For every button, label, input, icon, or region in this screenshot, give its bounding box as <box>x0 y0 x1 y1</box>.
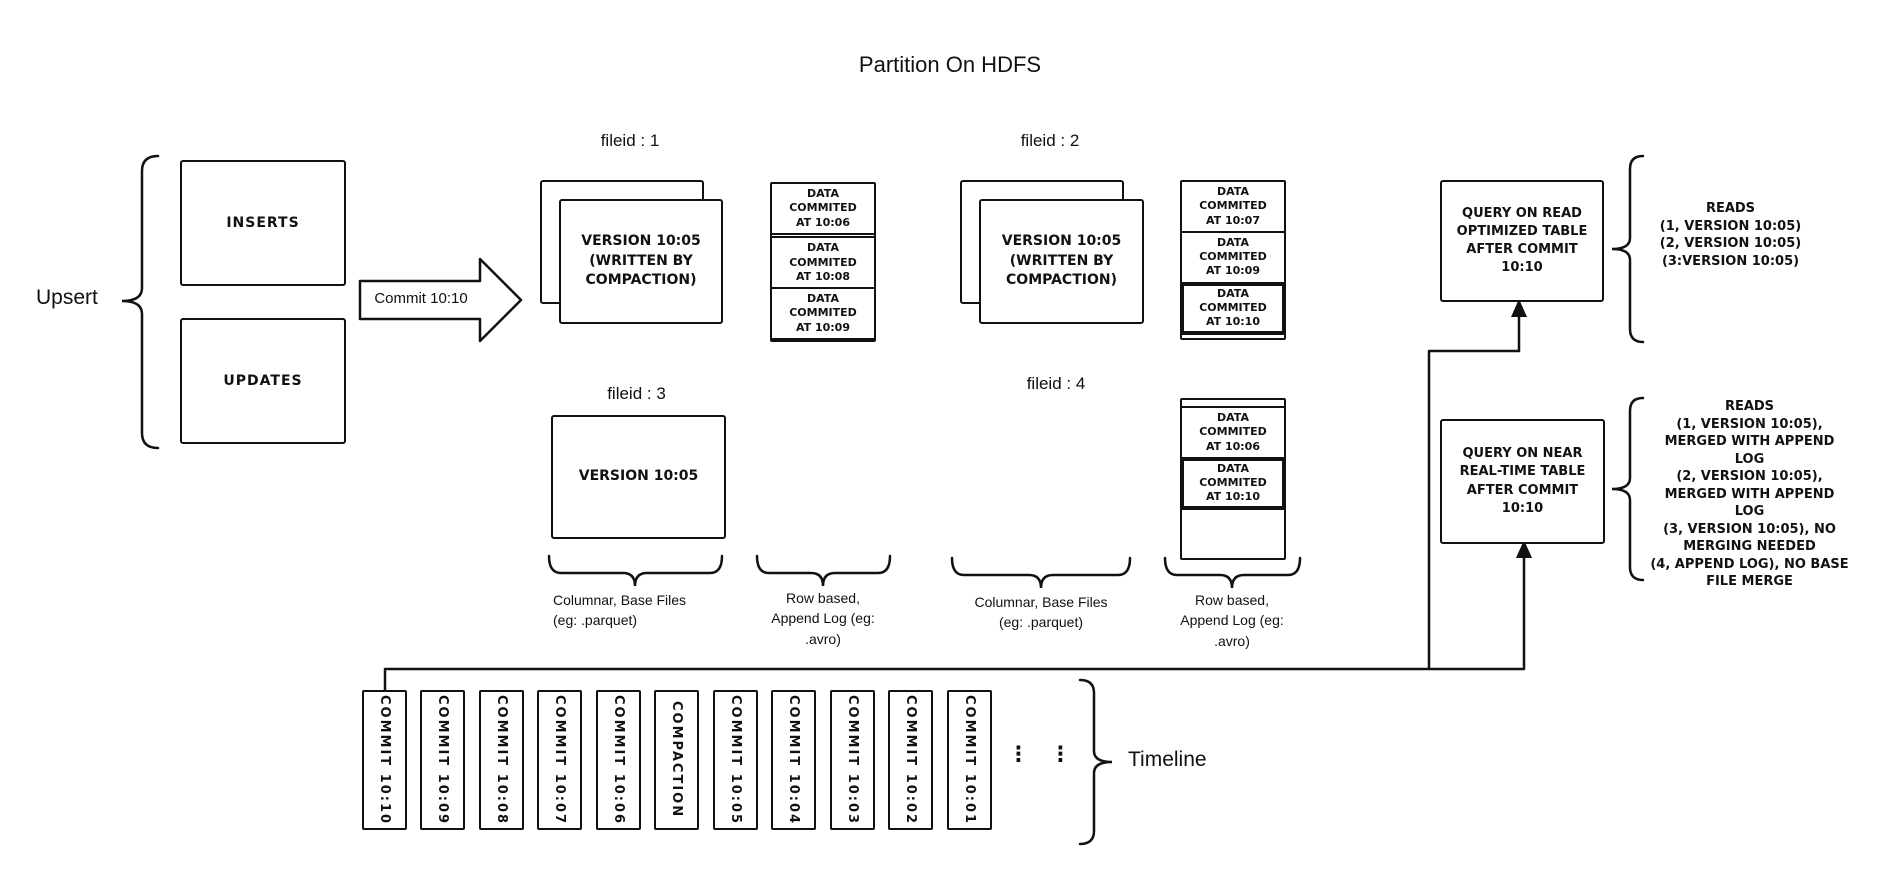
log-cell-latest: DATA COMMITED AT 10:10 <box>1182 459 1284 510</box>
group-label-columnar-1: Columnar, Base Files (eg: .parquet) <box>553 592 687 629</box>
commit-label: COMMIT 10:08 <box>494 694 509 826</box>
commit-label: COMMIT 10:01 <box>962 694 977 826</box>
log-block-1: DATA COMMITED AT 10:06 DATA COMMITED AT … <box>770 182 876 342</box>
upsert-brace <box>121 154 160 450</box>
timeline-commit-box: COMMIT 10:08 <box>479 690 524 830</box>
timeline-ellipsis: ⋮ <box>1008 742 1029 766</box>
log-cell: DATA COMMITED AT 10:06 <box>772 184 874 235</box>
timeline-compaction-box: COMPACTION <box>654 690 699 830</box>
fileid-3-version-text: VERSION 10:05 <box>578 468 699 485</box>
timeline-commit-box: COMMIT 10:05 <box>713 690 758 830</box>
reads-brace-1 <box>1611 154 1645 344</box>
reads-text-near-realtime: READS (1, VERSION 10:05), MERGED WITH AP… <box>1650 399 1849 590</box>
commit-label: COMMIT 10:09 <box>435 694 450 826</box>
inserts-box: INSERTS <box>180 160 346 286</box>
group-label-rowbased-1: Row based, Append Log (eg: .avro) <box>771 590 875 647</box>
log-block-2: DATA COMMITED AT 10:07 DATA COMMITED AT … <box>1180 180 1286 340</box>
commit-label: COMMIT 10:03 <box>845 694 860 826</box>
diagram-title: Partition On HDFS <box>858 52 1042 77</box>
underbrace-columnar-1 <box>547 554 724 587</box>
commit-label: COMMIT 10:05 <box>728 694 743 826</box>
log-cell: DATA COMMITED AT 10:09 <box>1182 233 1284 284</box>
underbrace-rowbased-1 <box>755 554 892 587</box>
timeline-commit-box: COMMIT 10:09 <box>420 690 465 830</box>
group-label-rowbased-2: Row based, Append Log (eg: .avro) <box>1180 592 1284 649</box>
updates-box: UPDATES <box>180 318 346 444</box>
log-cell: DATA COMMITED AT 10:08 <box>772 238 874 290</box>
timeline-ellipsis: ⋮ <box>1050 742 1071 766</box>
underbrace-rowbased-2 <box>1163 556 1302 589</box>
timeline-commit-box: COMMIT 10:02 <box>888 690 933 830</box>
commit-label: COMMIT 10:07 <box>552 694 567 826</box>
timeline-commit-box: COMMIT 10:07 <box>537 690 582 830</box>
commit-label: COMMIT 10:04 <box>786 694 801 826</box>
log-block-4: DATA COMMITED AT 10:06 DATA COMMITED AT … <box>1180 398 1286 560</box>
timeline-commit-box: COMMIT 10:10 <box>362 690 407 830</box>
fileid-1-version-text: VERSION 10:05 (WRITTEN BY COMPACTION) <box>581 233 701 289</box>
timeline-label: Timeline <box>1128 748 1207 771</box>
updates-label: UPDATES <box>223 373 303 389</box>
query-near-realtime-box: QUERY ON NEAR REAL-TIME TABLE AFTER COMM… <box>1440 419 1605 544</box>
inserts-label: INSERTS <box>226 215 300 231</box>
fileid-4-label: fileid : 4 <box>1026 374 1086 393</box>
fileid-2-front-box: VERSION 10:05 (WRITTEN BY COMPACTION) <box>979 199 1144 324</box>
log-empty-strip <box>1182 400 1284 408</box>
query-near-realtime-text: QUERY ON NEAR REAL-TIME TABLE AFTER COMM… <box>1459 446 1586 516</box>
fileid-3-box: VERSION 10:05 <box>551 415 726 539</box>
commit-label: COMMIT 10:10 <box>377 694 392 826</box>
query-read-optimized-box: QUERY ON READ OPTIMIZED TABLE AFTER COMM… <box>1440 180 1604 302</box>
timeline-commit-box: COMMIT 10:04 <box>771 690 816 830</box>
fileid-2-label: fileid : 2 <box>1020 131 1080 150</box>
commit-label: COMPACTION <box>669 701 684 819</box>
log-cell: DATA COMMITED AT 10:07 <box>1182 182 1284 233</box>
timeline-commit-box: COMMIT 10:01 <box>947 690 992 830</box>
log-empty-cell <box>1182 335 1284 338</box>
reads-brace-2 <box>1611 396 1645 582</box>
commit-label: COMMIT 10:02 <box>903 694 918 826</box>
log-cell: DATA COMMITED AT 10:09 <box>772 289 874 340</box>
log-cell-latest: DATA COMMITED AT 10:10 <box>1182 284 1284 335</box>
timeline-commit-box: COMMIT 10:03 <box>830 690 875 830</box>
fileid-3-label: fileid : 3 <box>607 384 666 403</box>
fileid-1-label: fileid : 1 <box>600 131 660 150</box>
commit-arrow-label: Commit 10:10 <box>374 290 468 307</box>
timeline-brace <box>1078 678 1113 846</box>
fileid-1-front-box: VERSION 10:05 (WRITTEN BY COMPACTION) <box>559 199 723 324</box>
underbrace-columnar-2 <box>950 556 1132 589</box>
log-empty-strip <box>772 235 874 239</box>
log-cell: DATA COMMITED AT 10:06 <box>1182 408 1284 459</box>
timeline-commit-box: COMMIT 10:06 <box>596 690 641 830</box>
commit-label: COMMIT 10:06 <box>611 694 626 826</box>
group-label-columnar-2: Columnar, Base Files (eg: .parquet) <box>974 594 1108 631</box>
fileid-2-version-text: VERSION 10:05 (WRITTEN BY COMPACTION) <box>1001 233 1122 289</box>
log-empty-cell <box>1182 510 1284 558</box>
query-read-optimized-text: QUERY ON READ OPTIMIZED TABLE AFTER COMM… <box>1456 205 1588 276</box>
upsert-label: Upsert <box>36 286 98 309</box>
reads-text-read-optimized: READS (1, VERSION 10:05) (2, VERSION 10:… <box>1659 201 1802 269</box>
